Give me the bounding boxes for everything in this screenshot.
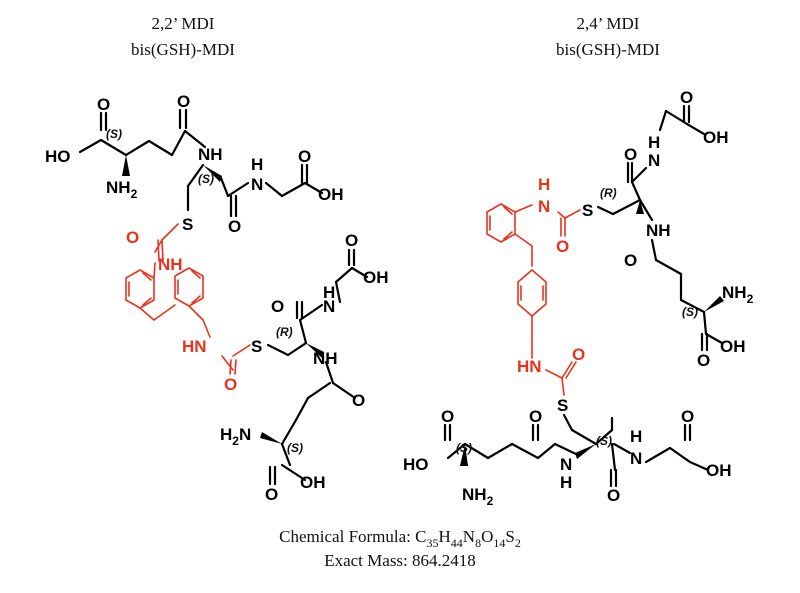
left-o2-label: O [177,92,190,111]
left-oh3-label: OH [363,268,389,287]
left-wedge-3 [306,343,324,358]
right-s1-label: S [582,201,593,220]
left-wedge-4 [260,432,282,444]
right-h4-label: H [630,427,642,446]
left-o5-label: O [126,228,139,247]
formula-c: C [415,527,426,546]
left-o9-label: O [352,391,365,410]
right-title: 2,4’ MDI [577,14,640,33]
left-nh1-label: NH [198,145,223,164]
right-n4-label: N [630,449,642,468]
right-o8-label: O [681,407,694,426]
right-stereo-s2: (S) [682,305,698,319]
left-sulfur1-label: S [182,215,193,234]
right-o-red2-label: O [572,345,585,364]
left-o4-label: O [298,147,311,166]
right-oh4-label: OH [706,461,732,480]
right-wedge-3 [575,444,596,459]
right-nh2b-label: NH2 [462,485,494,508]
right-nh1-label: NH [646,221,671,240]
right-ho3-label: HO [403,455,429,474]
left-stereo-r1: (R) [276,325,293,339]
left-title: 2,2’ MDI [152,14,215,33]
left-wedge-2 [203,165,222,182]
left-nh-red1-label: NH [158,255,183,274]
left-stereo-s1: (S) [106,127,122,141]
right-h1-label: H [648,133,660,152]
chemical-formula: Chemical Formula: C35H44N8O14S2 [279,527,521,550]
right-o6-label: O [529,407,542,426]
left-mdi-core-bonds [125,223,251,375]
left-o10-label: O [265,485,278,504]
right-stereo-s3: (S) [456,441,472,455]
right-upper-gsh-bonds [596,104,724,352]
left-upper-gsh-bonds [78,108,324,218]
right-o2-label: O [624,145,637,164]
left-hn-red2-label: HN [182,337,207,356]
right-mdi-core-bonds [486,203,581,396]
left-nh3-h-label: H [323,283,335,302]
left-oh4-label: OH [300,473,326,492]
right-o5-label: O [441,407,454,426]
right-o4-label: O [697,351,710,370]
left-sulfur2-label: S [251,337,262,356]
right-wedge-1 [636,200,644,214]
left-o7-label: O [271,297,284,316]
left-o6-label: O [345,231,358,250]
left-o8-label: O [224,375,237,394]
left-stereo-s2: (S) [198,172,214,186]
right-subtitle: bis(GSH)-MDI [556,40,660,59]
right-o1-label: O [680,88,693,107]
exact-mass: Exact Mass: 864.2418 [324,551,476,570]
right-o-red1-label: O [556,237,569,256]
left-nh4-label: NH [313,349,338,368]
right-hn-red2-label: HN [517,357,542,376]
right-n-red1-label: N [538,197,550,216]
right-wedge-2 [704,296,724,312]
left-h2n-label: H2N [220,425,251,448]
right-molecule: O OH H N O (R) S H N O NH O NH2 (S) O OH… [403,88,754,508]
right-o3-label: O [624,251,637,270]
right-sulfur2-label: S [557,396,568,415]
left-o1-label: O [97,95,110,114]
right-nh2-label: NH2 [722,283,754,306]
left-o3-label: O [228,217,241,236]
right-nh3-n-label: N [560,455,572,474]
right-oh2-label: OH [720,337,746,356]
right-stereo-r1: (R) [600,186,617,200]
left-nh3-n-label: N [323,297,335,316]
left-molecule: O HO (S) NH2 O NH (S) H N O O OH S O NH … [45,92,389,504]
left-h1-label: H [251,155,263,174]
left-lower-gsh-bonds [266,248,369,486]
left-stereo-s3: (S) [287,441,303,455]
left-wedge-1 [122,155,130,176]
right-o7-label: O [607,486,620,505]
left-ho1-label: HO [45,147,71,166]
right-lower-gsh-bonds [443,413,710,488]
left-nh2a-label: NH2 [106,178,138,201]
left-n1-label: N [251,175,263,194]
right-h-red1-label: H [538,175,550,194]
right-oh1-label: OH [703,128,729,147]
right-n1-label: N [648,151,660,170]
left-subtitle: bis(GSH)-MDI [131,40,235,59]
right-stereo-s4: (S) [596,434,612,448]
right-wedge-4 [460,444,468,466]
left-oh2-label: OH [318,185,344,204]
right-nh3-h-label: H [560,473,572,492]
